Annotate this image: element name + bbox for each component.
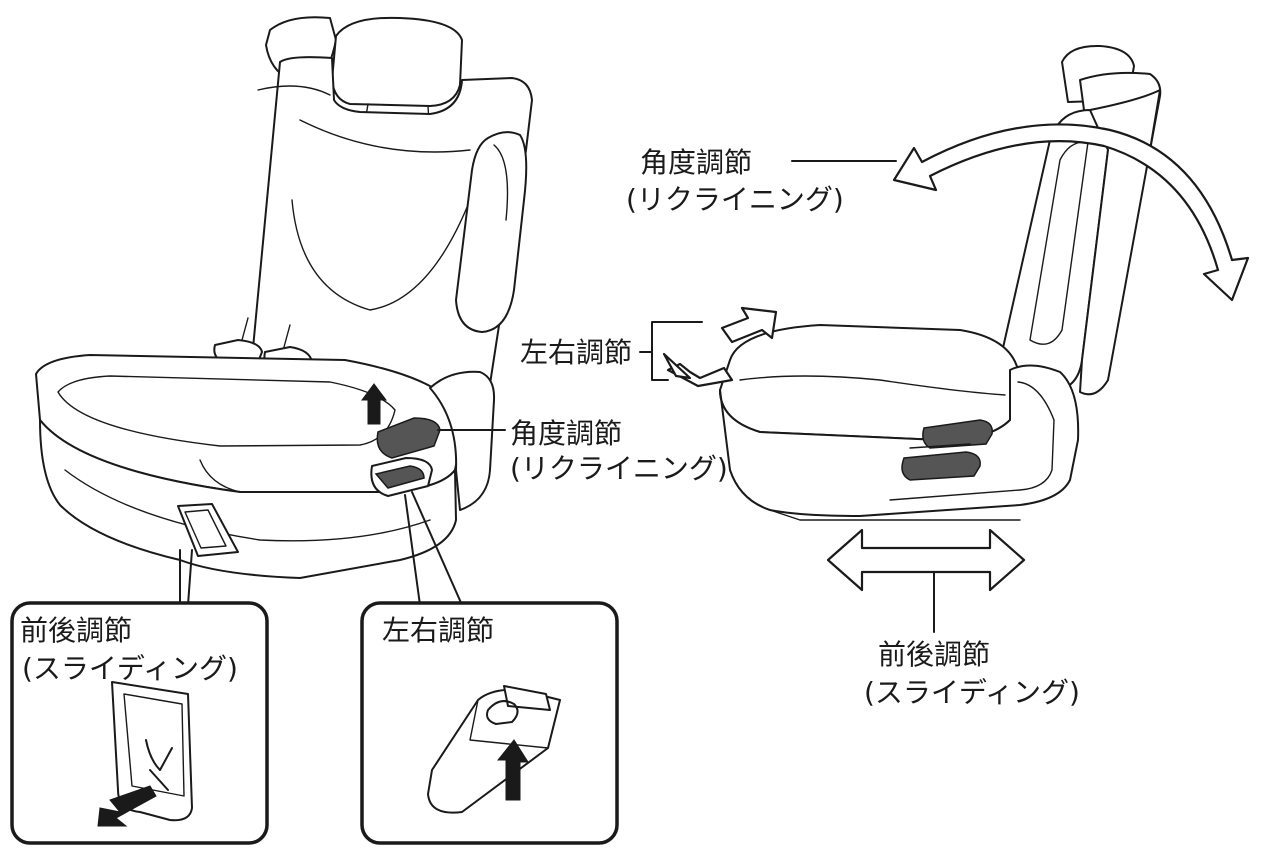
inset-slide-label-1: 前後調節	[20, 614, 132, 647]
right-recline-label-1: 角度調節	[640, 146, 752, 179]
right-lateral-label: 左右調節	[520, 336, 632, 369]
left-seat-illustration	[35, 16, 533, 579]
right-slide-label-2: (スライディング)	[864, 676, 1080, 709]
recline-arc-arrow	[892, 123, 1250, 302]
left-recline-label-2: (リクライニング)	[510, 452, 728, 485]
right-slide-label-1: 前後調節	[878, 638, 990, 671]
left-recline-label-1: 角度調節	[510, 417, 622, 450]
inset-slide-label-2: (スライディング)	[22, 652, 238, 685]
inset-lateral-label: 左右調節	[382, 614, 494, 647]
inset-lateral-box: 左右調節	[360, 601, 619, 845]
right-seat-illustration	[719, 44, 1162, 521]
slide-double-arrow	[826, 528, 1026, 592]
inset-slide-box: 前後調節 (スライディング)	[10, 601, 269, 845]
right-recline-label-2: (リクライニング)	[626, 183, 844, 216]
lateral-arrow-up	[720, 306, 778, 344]
